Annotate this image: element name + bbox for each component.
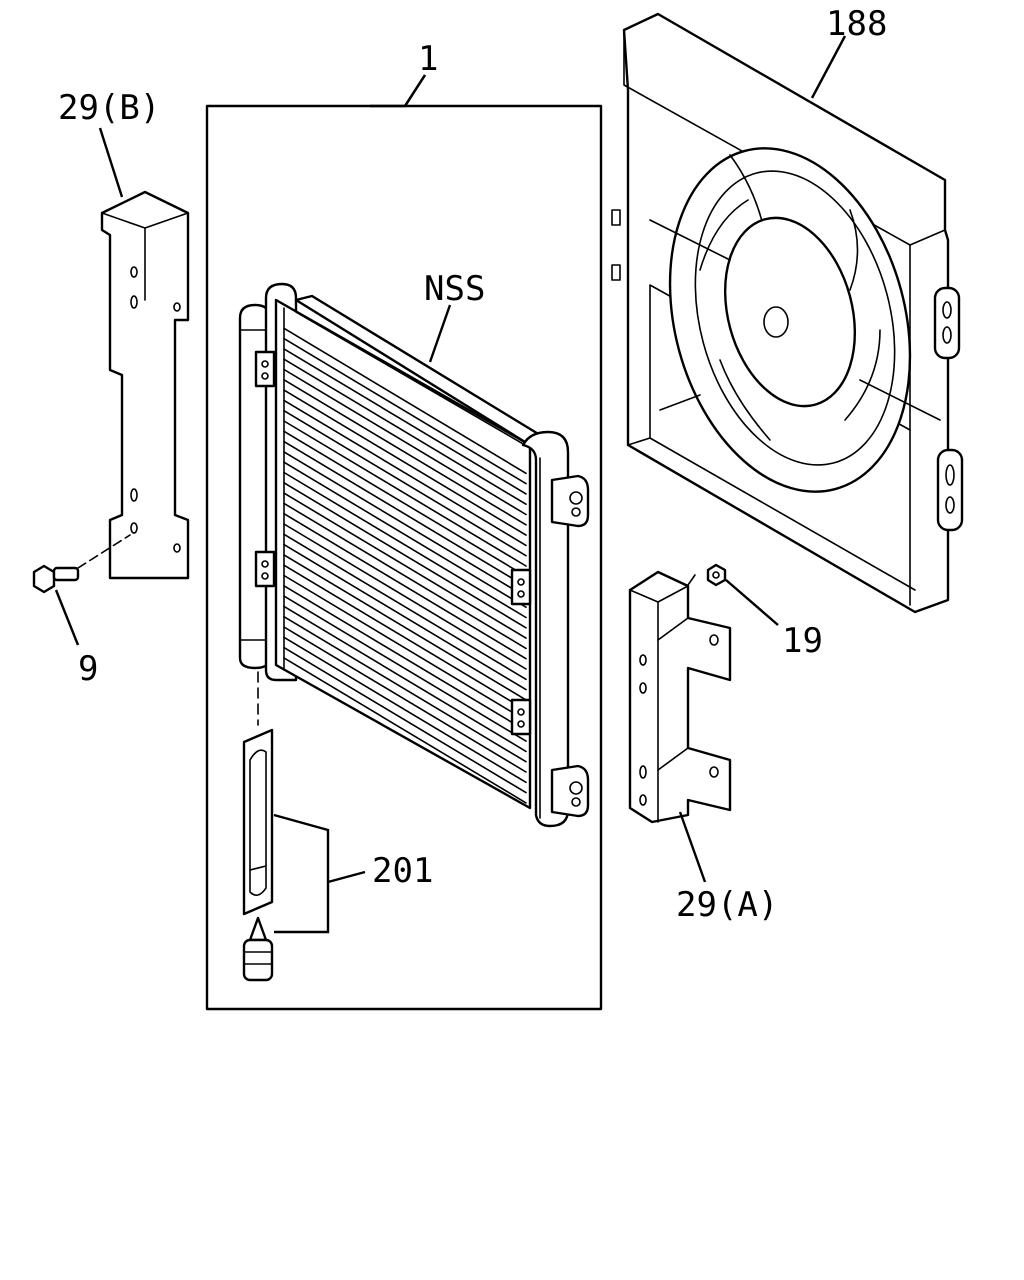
condenser-fin xyxy=(283,451,527,598)
bracket-a xyxy=(628,570,732,883)
condenser-fin xyxy=(283,409,527,557)
condenser-fin xyxy=(283,657,527,804)
condenser-fin xyxy=(283,430,527,578)
condenser-fin xyxy=(283,523,527,670)
fan-shroud xyxy=(611,12,964,614)
condenser-fin xyxy=(283,461,527,609)
callout-not-serviced: NSS xyxy=(424,269,485,309)
condenser-fin xyxy=(283,595,527,742)
bracket-b xyxy=(98,127,190,580)
condenser-fin xyxy=(283,399,527,547)
condenser-fin xyxy=(283,502,527,650)
condenser-fin xyxy=(283,574,527,722)
condenser-fin xyxy=(283,533,527,681)
condenser-fin xyxy=(283,564,527,712)
condenser-fin xyxy=(283,636,527,784)
condenser-fin xyxy=(283,440,527,588)
callout-condenser-assembly: 1 xyxy=(418,39,438,79)
receiver-drier xyxy=(242,671,366,982)
condenser-fin xyxy=(283,626,527,773)
callout-bolt: 9 xyxy=(78,649,98,689)
callout-nut: 19 xyxy=(782,621,823,661)
callout-receiver-drier: 201 xyxy=(372,851,433,891)
condenser-core xyxy=(238,282,590,828)
bolt xyxy=(32,534,131,646)
condenser-fin xyxy=(283,337,527,485)
condenser-fin xyxy=(283,492,527,639)
condenser-fin xyxy=(283,543,527,691)
condenser-fins xyxy=(283,307,527,804)
condenser-fin xyxy=(283,481,527,629)
condenser-fin xyxy=(283,605,527,753)
condenser-fin xyxy=(283,615,527,763)
callout-bracket-b: 29(B) xyxy=(58,88,160,128)
condenser-fin xyxy=(283,358,527,506)
callout-fan-shroud: 188 xyxy=(826,4,887,44)
condenser-fin xyxy=(283,646,527,794)
nut xyxy=(706,563,779,626)
condenser-fin xyxy=(283,512,527,660)
condenser-assembly-frame xyxy=(205,74,603,1011)
condenser-fin xyxy=(283,348,527,495)
condenser-fin xyxy=(283,584,527,732)
condenser-fin xyxy=(283,471,527,619)
condenser-fin xyxy=(283,327,527,475)
condenser-fin xyxy=(283,554,527,701)
condenser-fin xyxy=(283,368,527,516)
condenser-fin xyxy=(283,389,527,536)
callout-bracket-a: 29(A) xyxy=(676,885,778,925)
condenser-fin xyxy=(283,378,527,526)
condenser-fin xyxy=(283,420,527,567)
